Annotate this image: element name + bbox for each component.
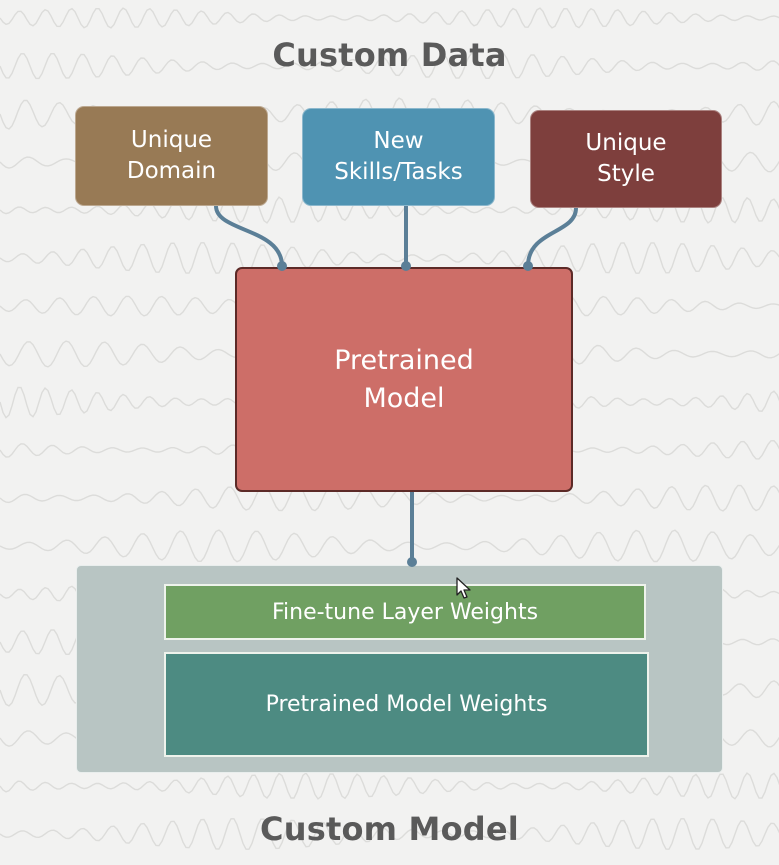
finetune-layer-weights-box: Fine-tune Layer Weights [164,584,646,640]
pretrained-model-box: Pretrained Model [235,267,573,492]
unique-domain-box: Unique Domain [75,106,268,206]
mouse-cursor-icon [456,577,471,599]
new-skills-tasks-label: New Skills/Tasks [334,128,463,185]
custom-model-title: Custom Model [260,810,519,848]
pretrained-model-label: Pretrained Model [334,344,474,414]
finetune-layer-weights-label: Fine-tune Layer Weights [271,599,539,625]
new-skills-tasks-box: New Skills/Tasks [302,108,495,206]
unique-style-box: Unique Style [530,110,722,208]
unique-style-label: Unique Style [585,130,667,187]
pretrained-model-weights-label: Pretrained Model Weights [265,692,548,717]
pretrained-model-weights-box: Pretrained Model Weights [164,652,649,757]
unique-domain-label: Unique Domain [126,127,217,184]
custom-data-title: Custom Data [272,36,507,74]
